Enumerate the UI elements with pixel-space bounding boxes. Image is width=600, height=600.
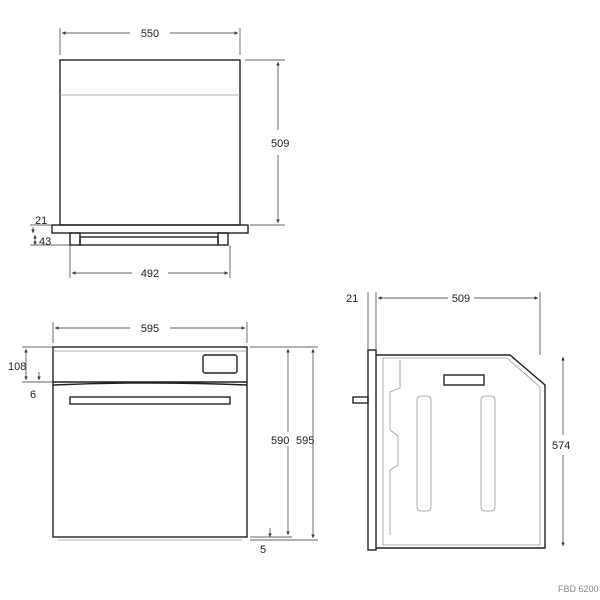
knob: [352, 396, 369, 404]
door-height-label: 590: [271, 435, 289, 447]
gap-label: 6: [30, 389, 36, 401]
front-width-label: 595: [141, 323, 159, 335]
top-width-label: 550: [141, 28, 159, 40]
foot-height-label: 43: [39, 236, 51, 248]
plinth-thickness-label: 21: [35, 215, 47, 227]
front-view: 595 108 6 590 595 5: [8, 322, 318, 556]
side-depth-label: 509: [452, 293, 470, 305]
side-height-label: 574: [552, 440, 570, 452]
vent: [443, 374, 485, 386]
side-view: 21 509 574: [346, 292, 570, 551]
foot-span-label: 492: [141, 268, 159, 280]
model-label: FBD 6200: [558, 584, 599, 594]
panel-height-label: 108: [8, 361, 26, 373]
top-view: 550 509 21 43 492: [30, 28, 289, 280]
display-panel: [202, 354, 238, 374]
door-thickness-label: 21: [346, 293, 358, 305]
bottom-offset-label: 5: [260, 544, 266, 556]
door-handle: [69, 396, 231, 405]
total-height-label: 595: [296, 435, 314, 447]
top-depth-label: 509: [271, 138, 289, 150]
